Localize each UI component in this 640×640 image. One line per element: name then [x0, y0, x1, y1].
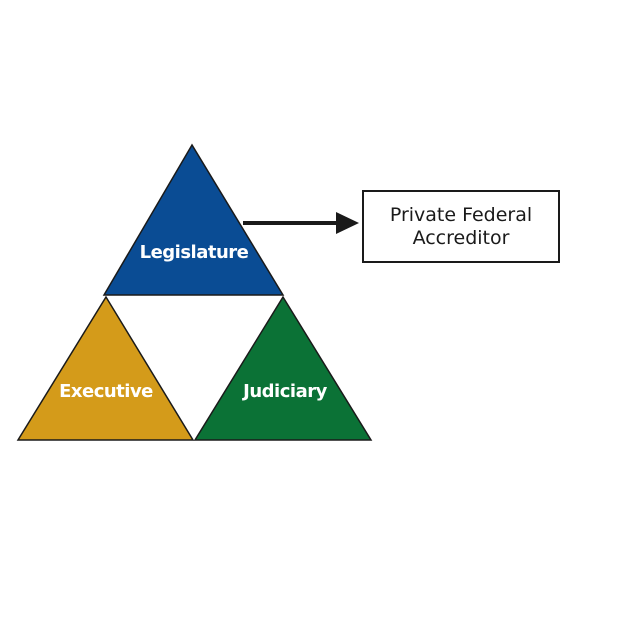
legislature-triangle — [102, 143, 285, 296]
arrow-icon — [243, 212, 359, 234]
legislature-label: Legislature — [140, 242, 249, 263]
box-label-line2: Accreditor — [412, 226, 510, 249]
box-label-line1: Private Federal — [389, 203, 533, 226]
executive-triangle — [16, 295, 195, 441]
judiciary-triangle — [193, 295, 373, 441]
private-federal-accreditor-box: Private Federal Accreditor — [362, 190, 560, 263]
executive-label: Executive — [59, 381, 153, 402]
judiciary-label: Judiciary — [241, 381, 327, 402]
